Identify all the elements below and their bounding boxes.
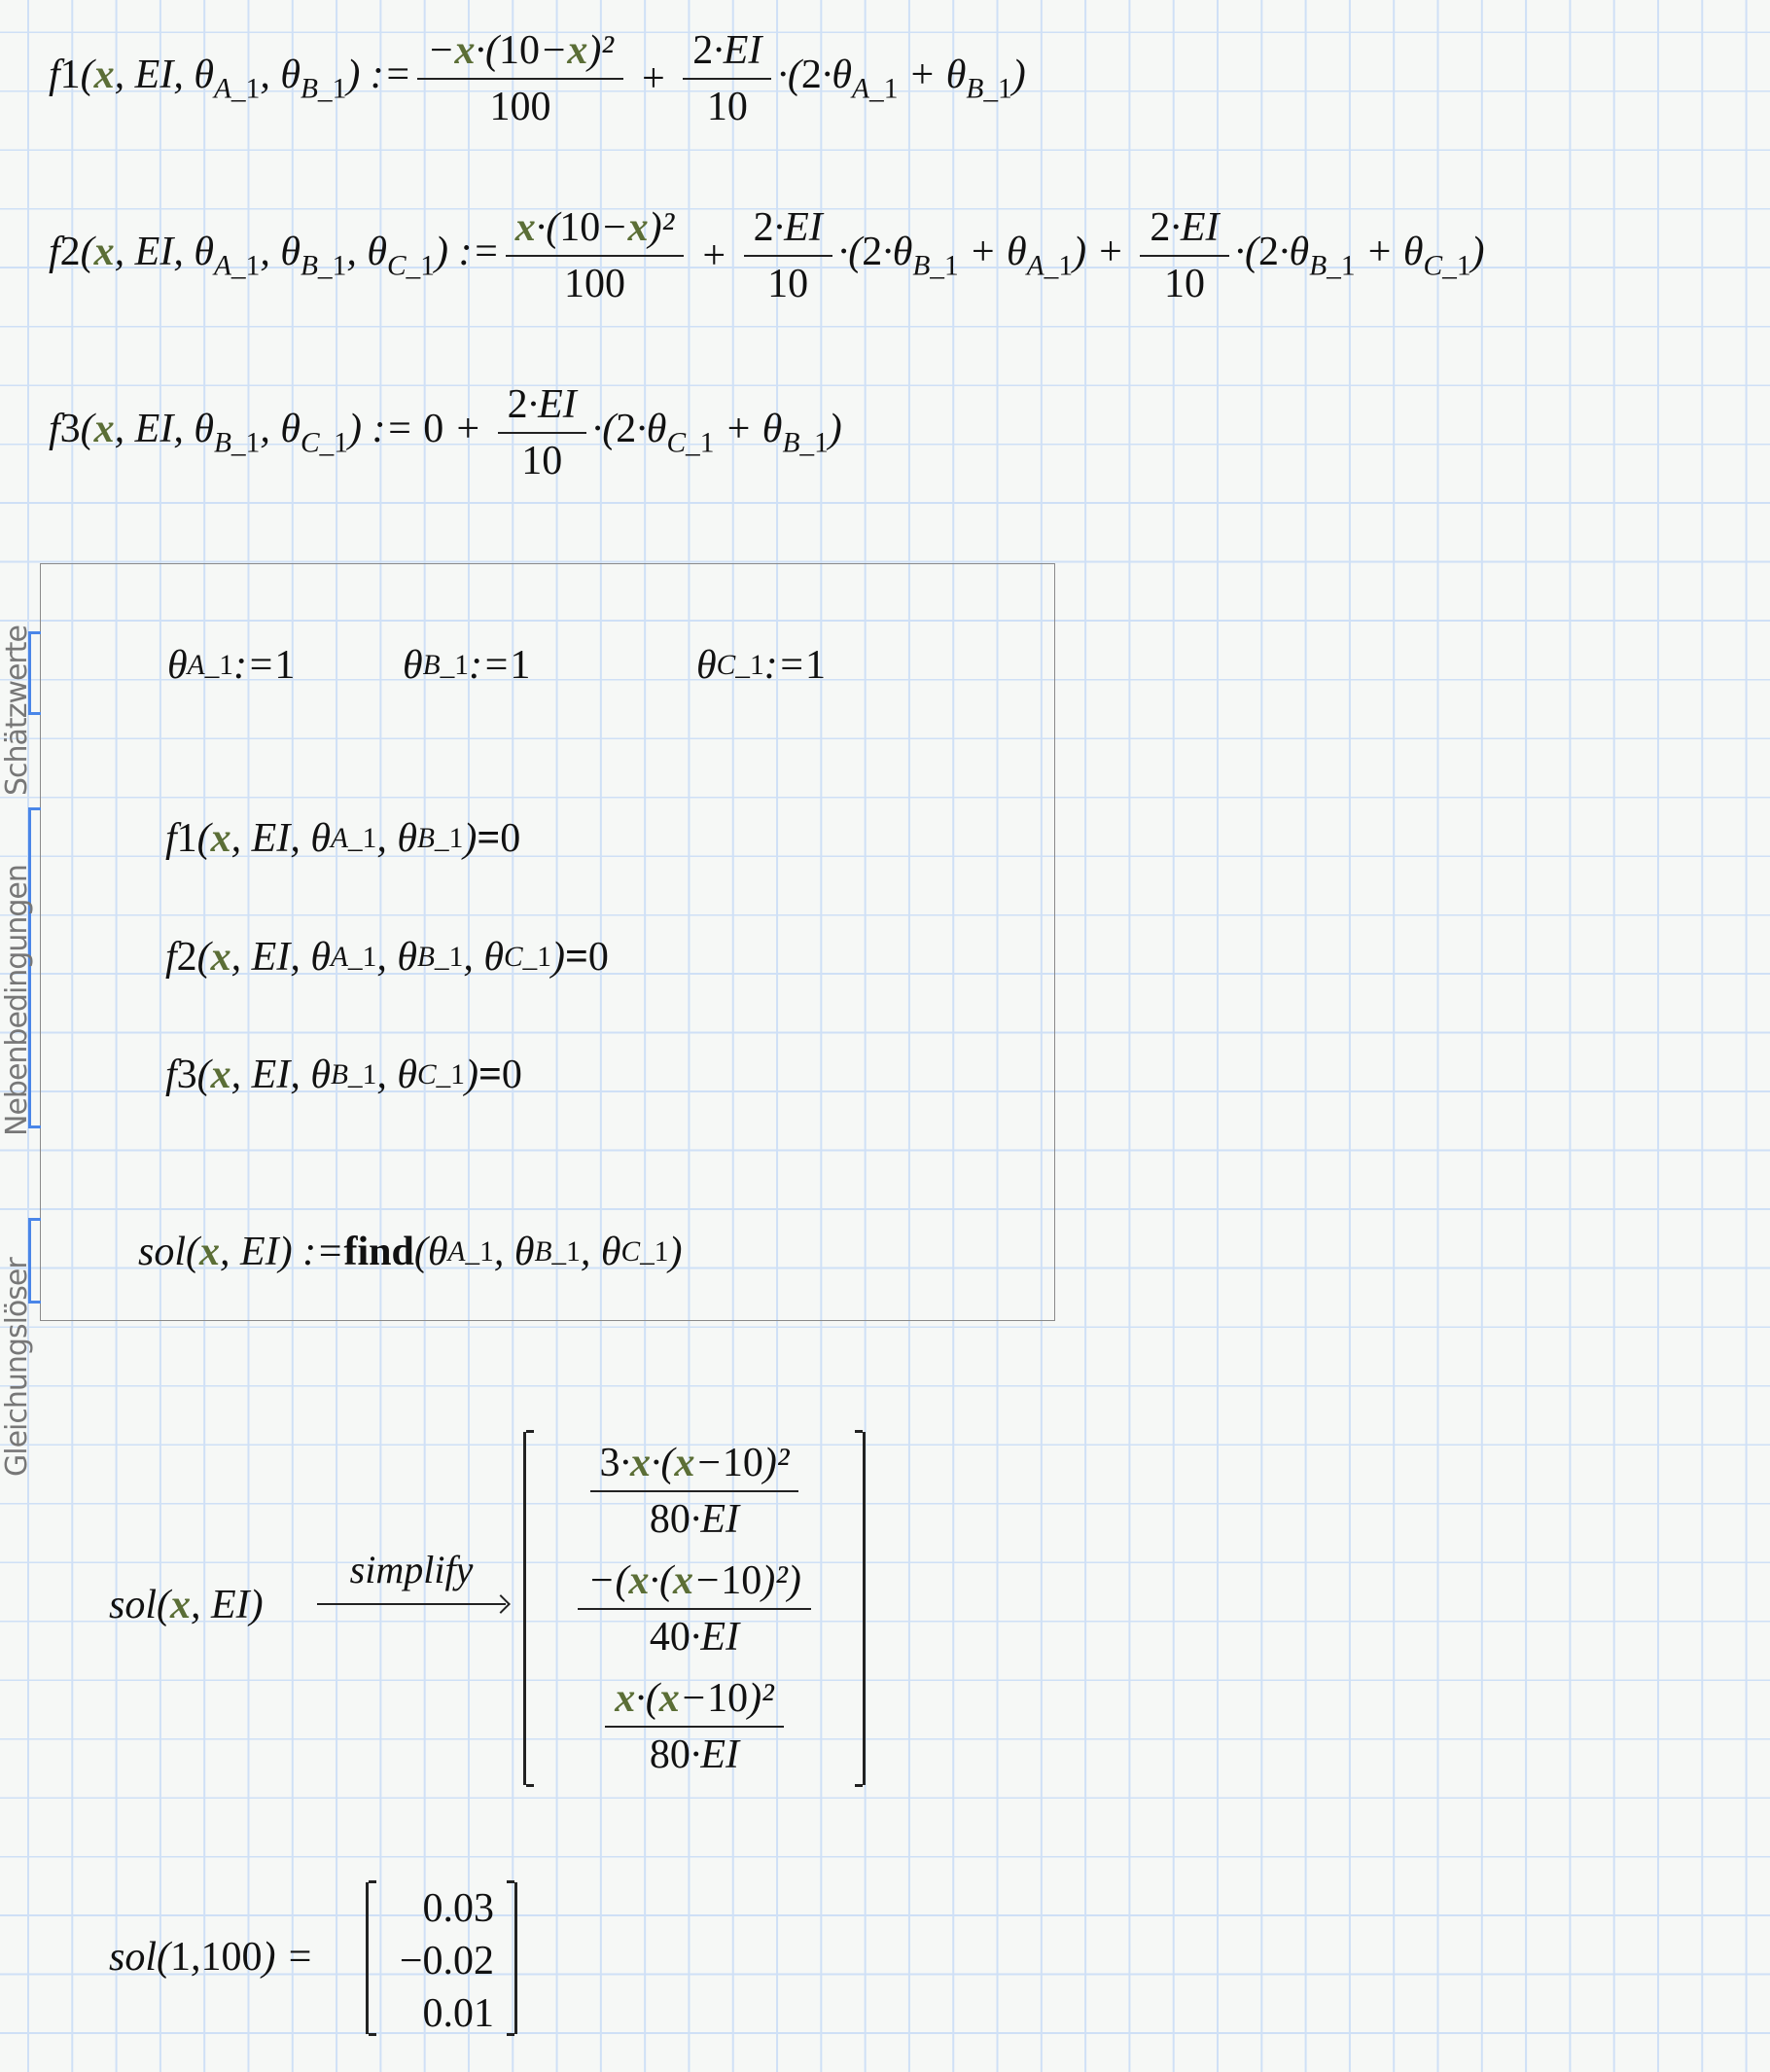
f1-lhs: f1(x, EI, θA_1, θB_1) := xyxy=(49,53,412,105)
denominator: 100 xyxy=(564,262,625,306)
numerator: x·(10−x)² xyxy=(505,204,685,257)
fraction: 2·EI 10 xyxy=(497,381,586,484)
numerator: 2·EI xyxy=(497,381,586,434)
constraints-label: Nebenbedingungen xyxy=(0,865,34,1136)
numerator: −x·(10−x)² xyxy=(417,27,623,80)
solver-label: Gleichungslöser xyxy=(0,1258,34,1477)
denominator: 80·EI xyxy=(649,1732,740,1777)
symbolic-lhs[interactable]: sol(x, EI) xyxy=(109,1583,264,1627)
fraction: 2·EI 10 xyxy=(1140,204,1229,307)
denominator: 40·EI xyxy=(649,1614,740,1660)
denominator: 10 xyxy=(767,262,809,306)
numerator: 2·EI xyxy=(743,204,832,257)
numerator: x·(x−10)² xyxy=(605,1675,784,1728)
f2-lhs: f2(x, EI, θA_1, θB_1, θC_1) := xyxy=(49,230,500,282)
simplify-arrow[interactable]: simplify xyxy=(317,1547,506,1605)
simplify-keyword: simplify xyxy=(349,1548,474,1591)
denominator: 10 xyxy=(1163,262,1205,306)
numerator: 3·x·(x−10)² xyxy=(589,1440,799,1492)
term: ·(2·θC_1 + θB_1) xyxy=(591,407,842,459)
f1-definition[interactable]: f1(x, EI, θA_1, θB_1) := −x·(10−x)² 100 +… xyxy=(49,27,1026,130)
operator: + xyxy=(628,56,678,101)
numeric-matrix[interactable]: 0.03 −0.02 0.01 xyxy=(366,1880,517,2036)
f3-definition[interactable]: f3(x, EI, θB_1, θC_1) := 0 + 2·EI 10 ·(2·… xyxy=(49,381,842,484)
term: ·(2·θB_1 + θA_1) + xyxy=(837,230,1135,282)
matrix-row: −(x·(x−10)²)40·EI xyxy=(578,1557,811,1661)
guesses-label: Schätzwerte xyxy=(0,625,34,796)
denominator: 10 xyxy=(706,85,748,129)
constraints-bracket[interactable] xyxy=(28,807,41,1128)
guesses-bracket[interactable] xyxy=(28,631,41,715)
matrix-value: −0.02 xyxy=(399,1939,494,1983)
solve-block-region[interactable] xyxy=(40,563,1055,1321)
fraction: −x·(10−x)² 100 xyxy=(417,27,623,130)
term: ·(2·θA_1 + θB_1) xyxy=(777,53,1026,105)
fraction: 2·EI 10 xyxy=(743,204,832,307)
numerator: 2·EI xyxy=(1140,204,1229,257)
term: ·(2·θB_1 + θC_1) xyxy=(1234,230,1485,282)
matrix-value: 0.01 xyxy=(422,1991,495,2036)
fraction: x·(10−x)² 100 xyxy=(505,204,685,307)
numeric-lhs[interactable]: sol(1, 100) = xyxy=(109,1935,314,1980)
denominator: 80·EI xyxy=(649,1496,740,1542)
denominator: 10 xyxy=(521,439,563,483)
fraction: 2·EI 10 xyxy=(683,27,772,130)
f2-definition[interactable]: f2(x, EI, θA_1, θB_1, θC_1) := x·(10−x)²… xyxy=(49,204,1485,307)
solver-bracket[interactable] xyxy=(28,1218,41,1304)
operator: + xyxy=(690,233,738,278)
denominator: 100 xyxy=(489,85,551,129)
numerator: −(x·(x−10)²) xyxy=(578,1557,811,1610)
arrow-icon xyxy=(317,1603,506,1605)
numerator: 2·EI xyxy=(683,27,772,80)
f3-lhs: f3(x, EI, θB_1, θC_1) := 0 + xyxy=(49,407,492,459)
matrix-value: 0.03 xyxy=(422,1886,495,1931)
